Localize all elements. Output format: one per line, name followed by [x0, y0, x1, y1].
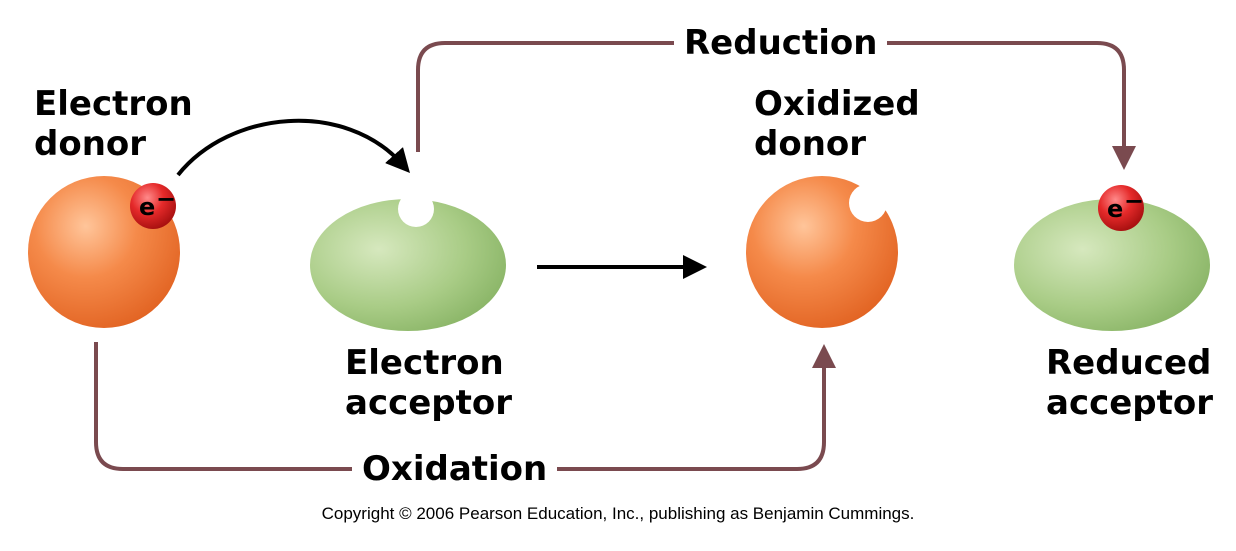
electron-donor-label-line1: Electron	[34, 84, 193, 124]
electron-acceptor-label-line2: acceptor	[345, 383, 513, 423]
reduced-acceptor-shape	[1014, 199, 1210, 331]
electron-acceptor-shape	[310, 199, 506, 331]
copyright-notice: Copyright © 2006 Pearson Education, Inc.…	[321, 504, 915, 523]
reduced-acceptor-electron: e −	[1098, 185, 1144, 231]
oxidized-donor-label-line2: donor	[754, 124, 867, 164]
electron-symbol: e	[139, 193, 155, 221]
electron-charge: −	[156, 185, 176, 213]
electron-acceptor-label-line1: Electron	[345, 343, 504, 383]
reduced-acceptor-label-line1: Reduced	[1046, 343, 1212, 383]
electron-donor-label-line2: donor	[34, 124, 147, 164]
electron-charge: −	[1124, 187, 1144, 215]
oxidized-donor-label: Oxidized donor	[754, 84, 920, 164]
electron-donor-electron: e −	[130, 183, 176, 229]
oxidized-donor-sphere	[746, 176, 898, 328]
electron-donor-label: Electron donor	[34, 84, 193, 164]
reduced-acceptor-label: Reduced acceptor	[1046, 343, 1213, 423]
oxidized-donor-label-line1: Oxidized	[754, 84, 920, 124]
electron-transfer-arrow	[176, 118, 410, 177]
reduction-label: Reduction	[674, 23, 888, 63]
electron-symbol: e	[1107, 195, 1123, 223]
reduced-acceptor-label-line2: acceptor	[1046, 383, 1214, 423]
electron-acceptor-label: Electron acceptor	[345, 343, 512, 423]
oxidation-label: Oxidation	[352, 449, 558, 489]
